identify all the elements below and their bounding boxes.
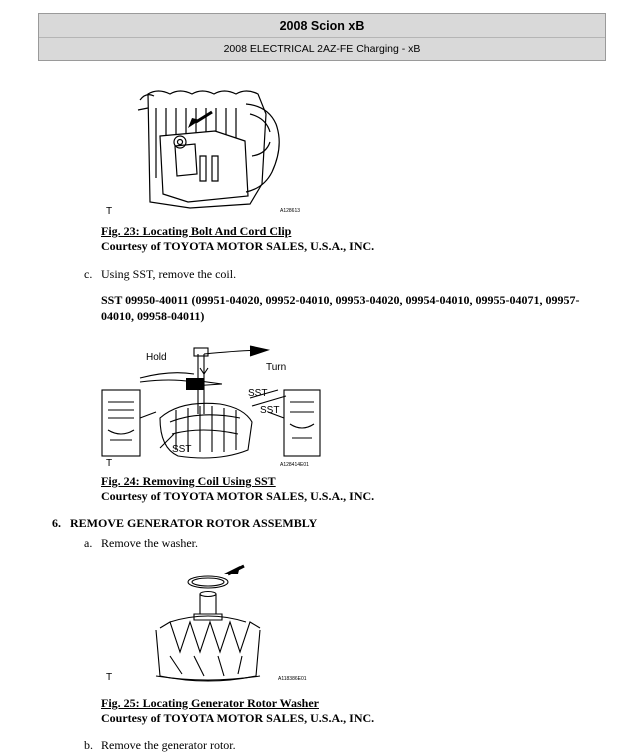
step-c-text: Using SST, remove the coil. [101,267,237,281]
step-b-marker: b. [84,738,93,752]
fig23-caption: Fig. 23: Locating Bolt And Cord Clip Cou… [101,224,374,254]
fig24-label-sst-c: SST [172,444,191,455]
fig25-title: Fig. 25: Locating Generator Rotor Washer [101,696,319,710]
fig23-illustration: T A128613 [100,86,315,216]
fig24-title: Fig. 24: Removing Coil Using SST [101,474,276,488]
fig24-caption: Fig. 24: Removing Coil Using SST Courtes… [101,474,374,504]
fig24-illustration: Hold Turn SST SST SST T A128414E01 [100,340,322,470]
header-title: 2008 Scion xB [39,16,605,38]
step-b-text: Remove the generator rotor. [101,738,236,752]
page-header: 2008 Scion xB 2008 ELECTRICAL 2AZ-FE Cha… [38,13,606,61]
fig24-code: A128414E01 [280,462,309,468]
fig24-label-hold: Hold [146,352,167,363]
step-c: c. Using SST, remove the coil. [84,267,584,283]
fig25-illustration: T A118386E01 [100,560,315,686]
step-a: a. Remove the washer. [84,536,384,552]
fig23-courtesy: Courtesy of TOYOTA MOTOR SALES, U.S.A., … [101,239,375,253]
fig24-label-sst-a: SST [248,388,267,399]
sst-list: SST 09950-40011 (09951-04020, 09952-0401… [101,293,580,323]
fig23-title: Fig. 23: Locating Bolt And Cord Clip [101,224,292,238]
section-6-number: 6. [52,516,61,530]
step-a-marker: a. [84,536,93,550]
step-b: b. Remove the generator rotor. [84,738,384,754]
fig25-corner-label: T [106,672,112,683]
fig23-corner-label: T [106,206,112,216]
fig24-label-turn: Turn [266,362,286,373]
fig24-courtesy: Courtesy of TOYOTA MOTOR SALES, U.S.A., … [101,489,375,503]
header-subtitle: 2008 ELECTRICAL 2AZ-FE Charging - xB [223,43,421,55]
fig24-label-sst-b: SST [260,405,279,416]
fig25-caption: Fig. 25: Locating Generator Rotor Washer… [101,696,374,726]
fig25-code: A118386E01 [278,676,307,682]
fig24-corner-label: T [106,458,112,469]
fig25-courtesy: Courtesy of TOYOTA MOTOR SALES, U.S.A., … [101,711,375,725]
step-a-text: Remove the washer. [101,536,198,550]
section-6-title: REMOVE GENERATOR ROTOR ASSEMBLY [70,516,318,530]
fig23-code: A128613 [280,208,300,214]
step-c-marker: c. [84,267,93,281]
